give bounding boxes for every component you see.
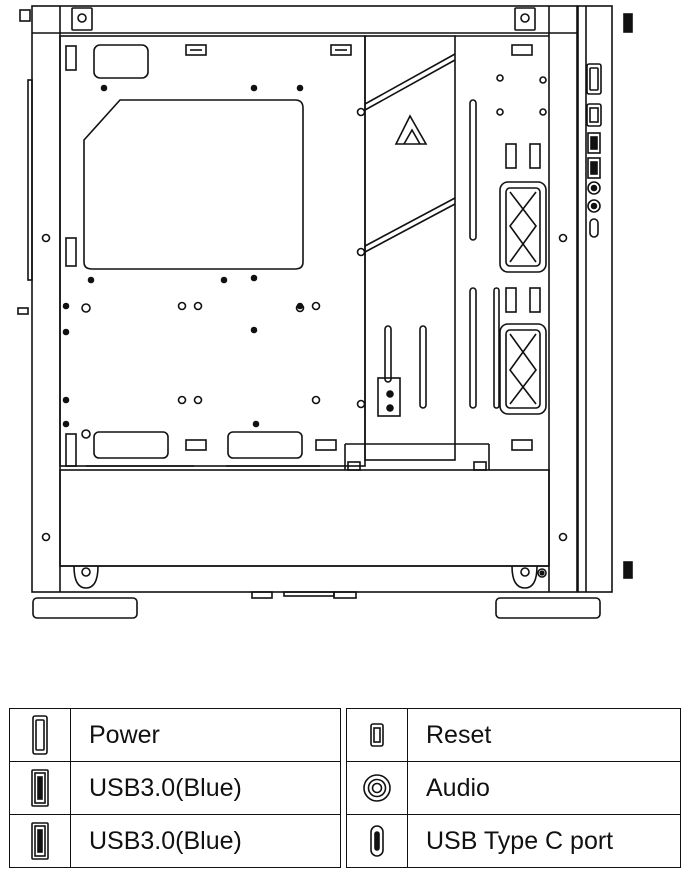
legend-label: USB3.0(Blue) [70,761,341,815]
legend-icon-cell [346,708,408,762]
usb3-port-icon [31,822,49,860]
reset-button-icon [370,723,384,747]
legend-row: USB3.0(Blue) [9,814,341,868]
front-reset-button-icon [586,103,602,127]
front-usb-port-icon [587,157,601,179]
chassis-outline [31,5,578,593]
legend-row: USB3.0(Blue) [9,761,341,815]
legend-table-left: Power USB3.0(Blue) USB3.0(Blue) [9,708,341,868]
legend-icon-cell [9,708,71,762]
legend-label: Power [70,708,341,762]
front-audio-jack-icon [587,181,601,195]
front-audio-jack-icon [587,199,601,213]
legend-icon-cell [9,761,71,815]
usb3-port-icon [31,769,49,807]
legend-table-right: Reset Audio USB Type C port [346,708,681,868]
legend-label: USB Type C port [407,814,681,868]
psu-shroud [59,469,550,567]
legend-icon-cell [346,814,408,868]
legend-label: USB3.0(Blue) [70,814,341,868]
legend-icon-cell [9,814,71,868]
case-foot [32,597,138,619]
front-panel [577,5,613,593]
pc-case-side-view-diagram [17,5,633,619]
front-usb-c-port-icon [589,218,599,238]
legend-row: Power [9,708,341,762]
legend-icon-cell [346,761,408,815]
cable-management-panel [364,35,456,461]
front-power-button-icon [586,63,602,95]
case-foot [495,597,601,619]
legend-row: Audio [346,761,681,815]
legend-label: Reset [407,708,681,762]
legend-label: Audio [407,761,681,815]
ssd-bracket [499,181,547,273]
legend-row: USB Type C port [346,814,681,868]
front-usb-port-icon [587,132,601,154]
legend-row: Reset [346,708,681,762]
power-button-icon [32,715,48,755]
brand-logo-icon [394,114,428,145]
ssd-bracket [499,323,547,415]
cpu-cutout [83,99,304,270]
usb-type-c-icon [370,825,384,857]
audio-jack-icon [363,774,391,802]
